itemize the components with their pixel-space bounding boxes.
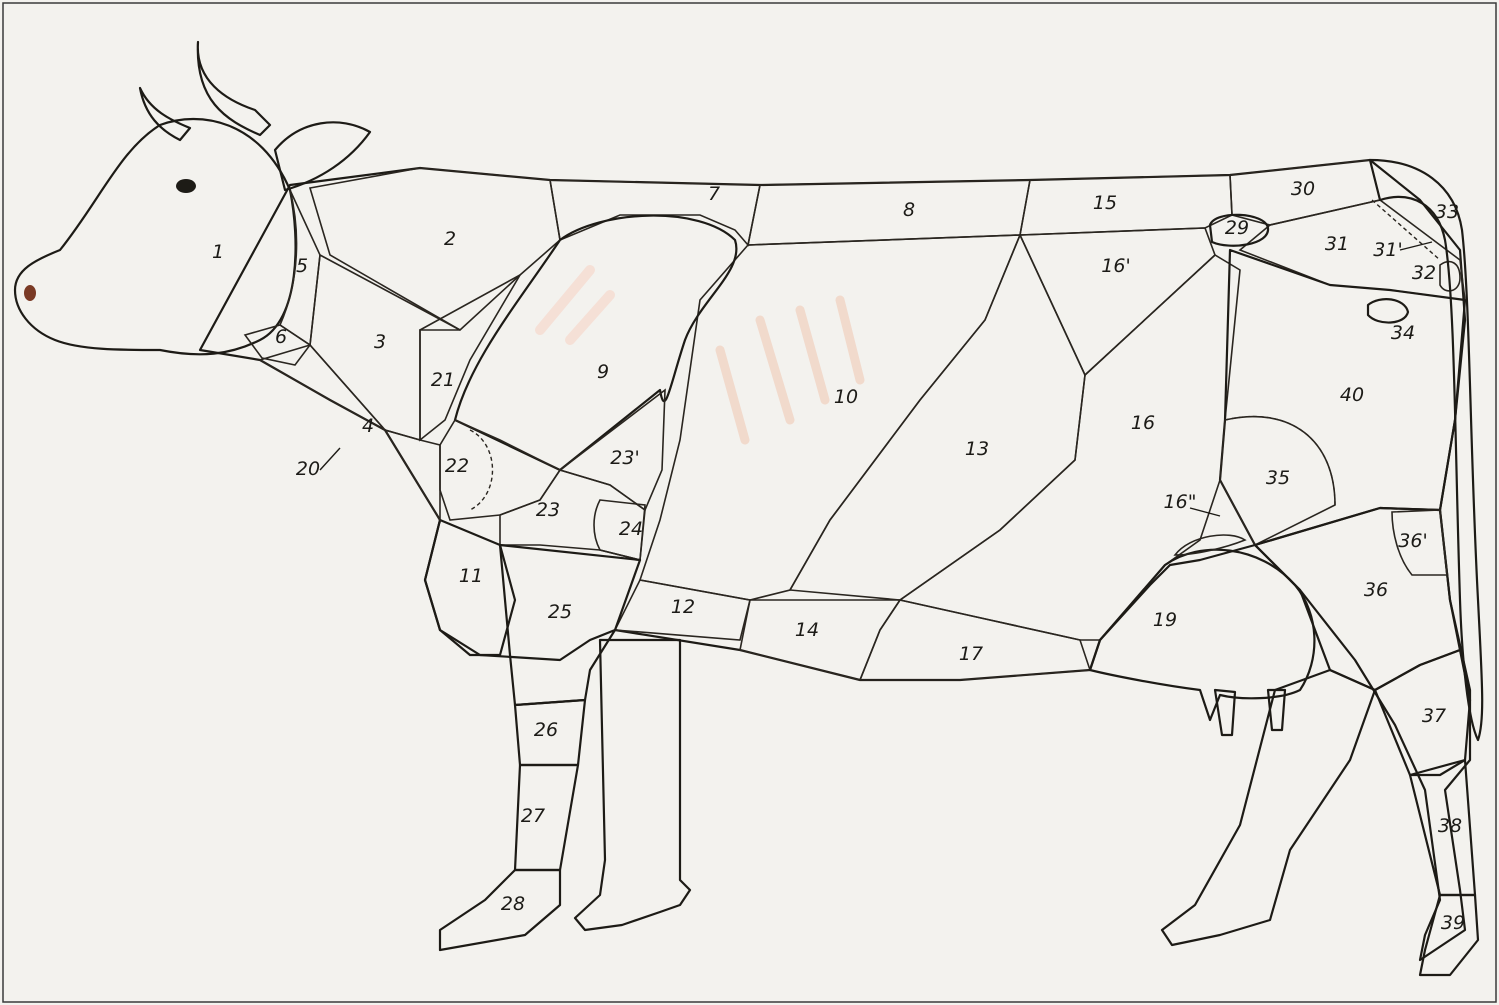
- label-r8: 8: [903, 199, 915, 221]
- label-r14: 14: [795, 619, 819, 641]
- label-r35: 35: [1266, 467, 1290, 489]
- label-r9: 9: [597, 361, 609, 383]
- label-r13: 13: [965, 438, 989, 460]
- label-r15: 15: [1093, 192, 1117, 214]
- label-r37: 37: [1422, 705, 1446, 727]
- label-r3: 3: [374, 331, 386, 353]
- label-r27: 27: [521, 805, 545, 827]
- label-r12: 12: [671, 596, 695, 618]
- label-r6: 6: [275, 326, 287, 348]
- label-r16: 16: [1131, 412, 1155, 434]
- label-r5: 5: [296, 255, 308, 277]
- label-r38: 38: [1438, 815, 1462, 837]
- label-r4: 4: [362, 415, 374, 437]
- label-r29: 29: [1225, 217, 1249, 239]
- label-r7: 7: [708, 183, 720, 205]
- label-r24: 24: [619, 518, 643, 540]
- label-r17: 17: [959, 643, 983, 665]
- label-r36: 36: [1364, 579, 1388, 601]
- label-r1: 1: [212, 241, 224, 263]
- label-r16p: 16': [1101, 255, 1130, 277]
- label-r26: 26: [534, 719, 558, 741]
- label-r19: 19: [1153, 609, 1177, 631]
- label-r10: 10: [834, 386, 858, 408]
- label-r31p: 31': [1373, 239, 1402, 261]
- label-r32: 32: [1412, 262, 1436, 284]
- label-r31: 31: [1325, 233, 1349, 255]
- label-r39: 39: [1441, 912, 1465, 934]
- label-r40: 40: [1340, 384, 1364, 406]
- label-r2: 2: [444, 228, 456, 250]
- label-r23p: 23': [610, 447, 639, 469]
- nostril: [24, 285, 36, 301]
- label-r23: 23: [536, 499, 560, 521]
- label-r33: 33: [1435, 201, 1459, 223]
- label-r11: 11: [459, 565, 483, 587]
- label-r30: 30: [1291, 178, 1315, 200]
- eye: [176, 179, 196, 193]
- label-r21: 21: [431, 369, 455, 391]
- label-r34: 34: [1391, 322, 1415, 344]
- label-r36p: 36': [1398, 530, 1427, 552]
- label-r20: 20: [296, 458, 320, 480]
- label-r22: 22: [445, 455, 469, 477]
- label-r25: 25: [548, 601, 572, 623]
- label-r16pp: 16": [1164, 491, 1197, 513]
- label-r28: 28: [501, 893, 525, 915]
